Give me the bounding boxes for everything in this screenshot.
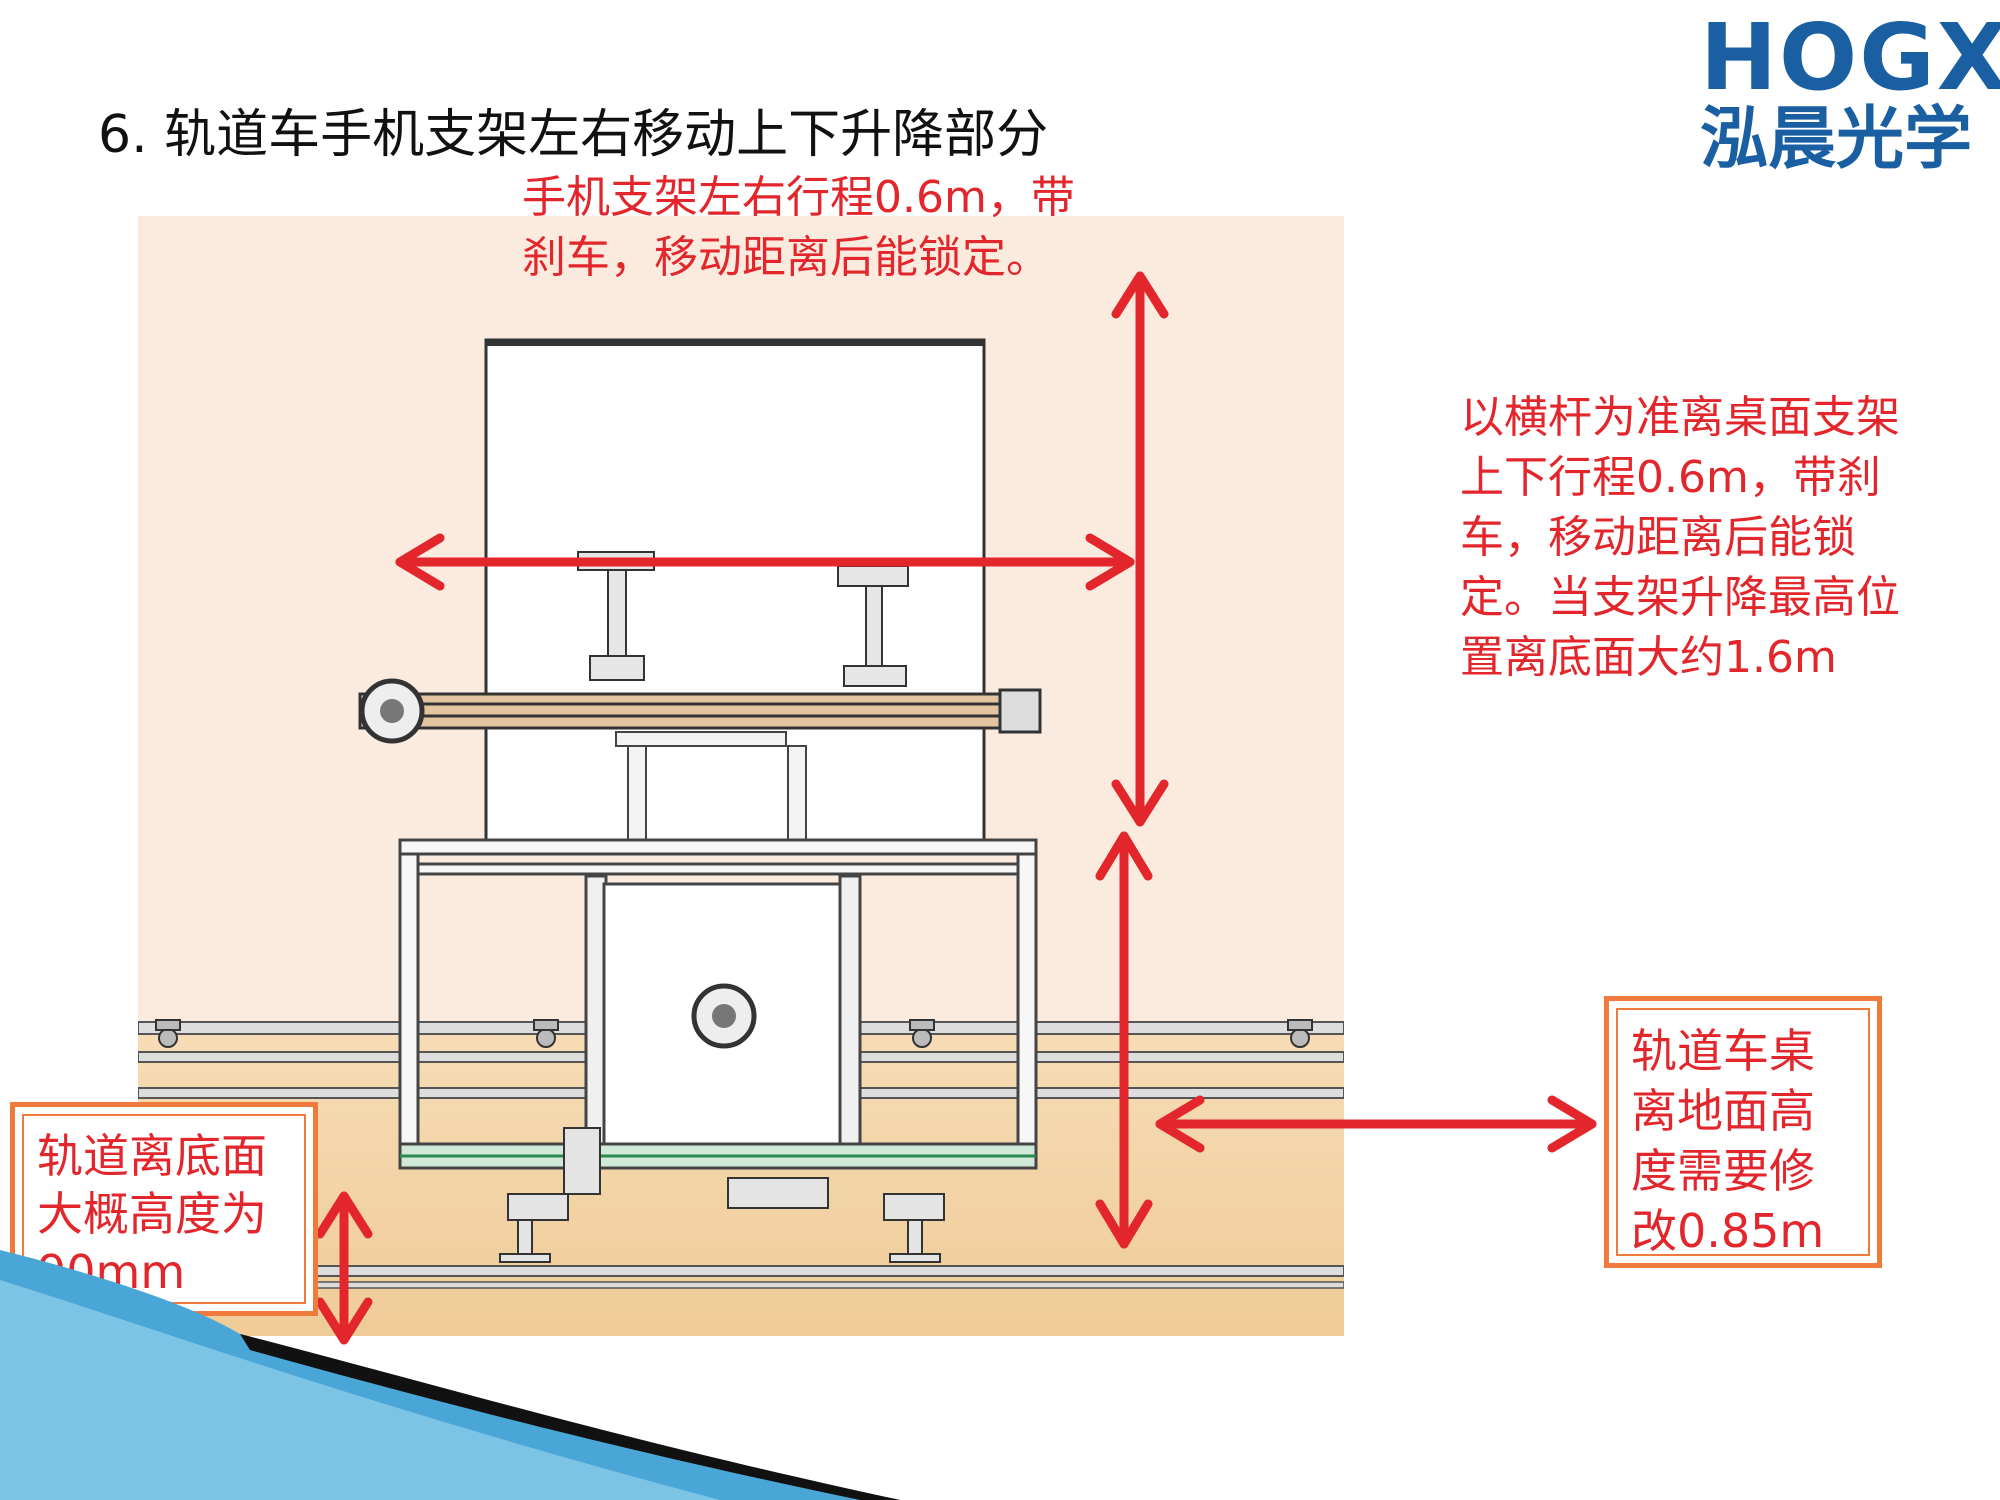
cart-table-frame [398,838,1038,1170]
cart-base [499,1127,945,1263]
slide-title: 6. 轨道车手机支架左右移动上下升降部分 [98,105,1049,165]
rail-height-arrow [315,1191,373,1345]
lift-posts [615,731,807,841]
vertical-travel-arrow [1111,271,1169,827]
center-wheel [691,983,757,1049]
horizontal-travel-note: 手机支架左右行程0.6m，带刹车，移动距离后能锁定。 [522,172,1075,283]
phone-holder-panel [484,338,986,842]
horizontal-travel-arrow [395,533,1135,591]
vertical-travel-note: 以横杆为准离桌面支架上下行程0.6m，带刹车，移动距离后能锁定。当支架升降最高位… [1460,392,1900,683]
crossbar-beam [358,678,1042,744]
cart-height-arrow [1095,831,1153,1249]
company-logo: HOGX 泓晨光学 [1700,4,2000,180]
cart-note-connector-arrow [1155,1095,1597,1153]
rail-wheels [155,1019,1313,1048]
corner-swoosh-decoration [0,1250,900,1500]
logo-chinese-name: 泓晨光学 [1700,100,1973,179]
cart-height-note: 轨道车桌离地面高度需要修改0.85m [1604,996,1882,1268]
logo-word: HOGX [1700,4,2000,111]
